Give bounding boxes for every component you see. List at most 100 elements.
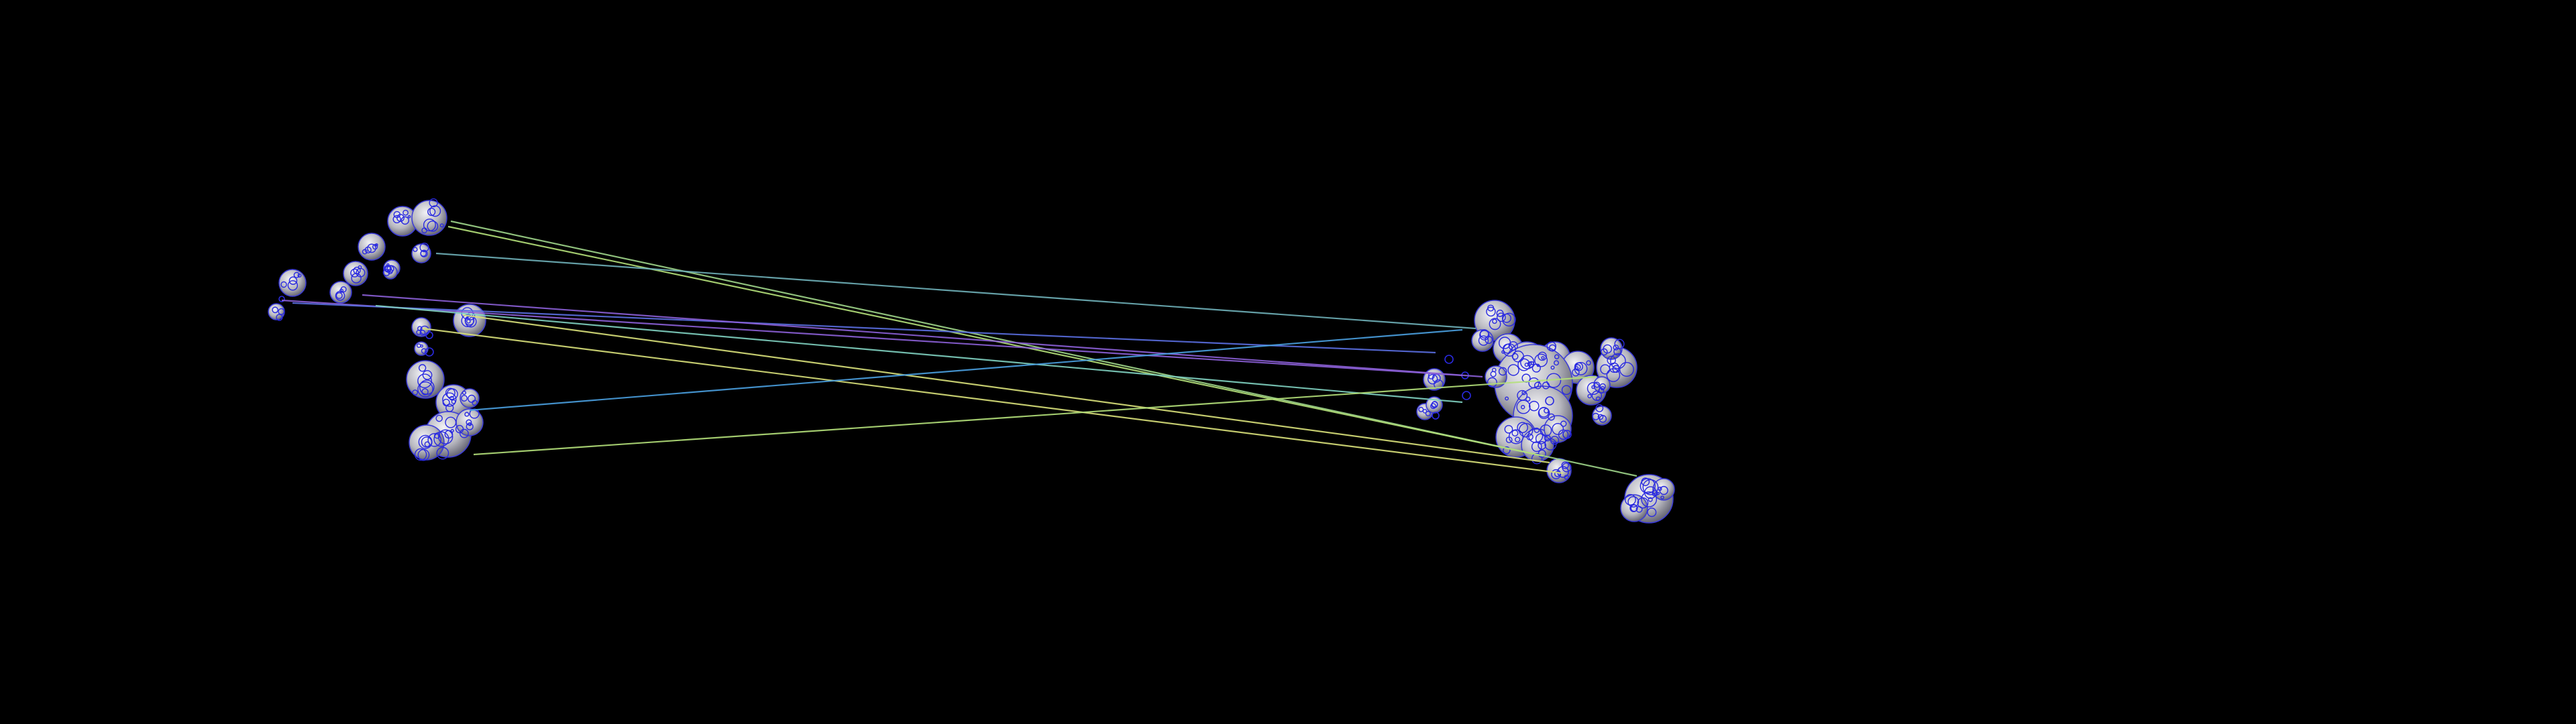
keypoint-ring	[1600, 348, 1608, 356]
keypoint-ring	[427, 207, 436, 217]
keypoint-ring	[422, 370, 433, 380]
keypoint-ring	[445, 404, 454, 412]
keypoint-ring	[442, 392, 457, 407]
keypoint-ring	[1512, 350, 1524, 363]
keypoint-ring	[1490, 371, 1497, 377]
keypoint-ring	[387, 268, 393, 275]
match-line	[292, 302, 1436, 354]
keypoint-ring	[393, 210, 401, 219]
keypoint-ring	[293, 272, 300, 278]
keypoint-ring	[1444, 355, 1454, 364]
keypoint-ring	[382, 269, 390, 276]
keypoint-ring	[1511, 430, 1519, 437]
target-feature-cluster	[1416, 300, 1675, 524]
keypoint-ring	[418, 364, 427, 372]
keypoint-ring	[1496, 312, 1506, 322]
feature-blob	[1471, 329, 1494, 352]
feature-blob	[1593, 376, 1611, 394]
keypoint-ring	[1642, 479, 1659, 495]
keypoint-ring	[1592, 412, 1600, 420]
keypoint-ring	[1427, 373, 1438, 385]
keypoint-ring	[1658, 486, 1662, 491]
keypoint-ring	[1637, 497, 1649, 509]
keypoint-ring	[425, 331, 433, 339]
keypoint-ring	[1595, 404, 1604, 412]
keypoint-ring	[435, 414, 443, 422]
keypoint-ring	[1505, 396, 1509, 401]
keypoint-ring	[1641, 491, 1658, 507]
keypoint-ring	[297, 274, 302, 278]
keypoint-ring	[1503, 446, 1511, 455]
keypoint-ring	[420, 250, 427, 257]
keypoint-ring	[276, 314, 283, 321]
keypoint-ring	[427, 433, 441, 447]
keypoint-ring	[417, 381, 433, 398]
keypoint-ring	[1550, 365, 1555, 370]
keypoint-ring	[1546, 341, 1556, 351]
keypoint-ring	[1586, 360, 1591, 366]
keypoint-ring	[407, 215, 411, 219]
keypoint-ring	[278, 308, 285, 315]
keypoint-ring	[400, 216, 410, 225]
keypoint-ring	[421, 388, 429, 396]
keypoint-ring	[423, 219, 436, 232]
keypoint-ring	[1544, 434, 1551, 442]
keypoint-ring	[1574, 361, 1588, 375]
keypoint-ring	[460, 395, 468, 402]
keypoint-ring	[1656, 491, 1660, 495]
keypoint-ring	[1534, 353, 1548, 367]
keypoint-ring	[1508, 341, 1518, 351]
keypoint-ring	[1648, 497, 1653, 502]
keypoint-ring	[1505, 436, 1513, 444]
keypoint-ring	[460, 428, 469, 438]
keypoint-ring	[421, 227, 427, 234]
feature-blob	[411, 243, 431, 263]
keypoint-ring	[419, 329, 426, 336]
keypoint-ring	[429, 205, 441, 217]
keypoint-ring	[1534, 381, 1542, 389]
keypoint-ring	[1541, 356, 1545, 360]
keypoint-ring	[1609, 362, 1619, 373]
keypoint-ring	[1507, 364, 1519, 376]
keypoint-ring	[1591, 385, 1595, 389]
keypoint-ring	[1538, 407, 1550, 418]
keypoint-ring	[1538, 351, 1547, 361]
keypoint-ring	[1540, 424, 1552, 437]
keypoint-ring	[466, 422, 474, 430]
keypoint-ring	[1538, 441, 1547, 450]
keypoint-ring	[1545, 396, 1554, 406]
keypoint-ring	[466, 319, 471, 324]
keypoint-ring	[288, 276, 298, 285]
feature-blob	[460, 388, 480, 408]
keypoint-ring	[278, 296, 285, 302]
keypoint-ring	[335, 292, 343, 299]
keypoint-ring	[1501, 350, 1505, 354]
keypoint-ring	[1504, 424, 1513, 434]
keypoint-ring	[1520, 355, 1535, 369]
keypoint-ring	[1561, 385, 1572, 396]
keypoint-ring	[413, 247, 418, 252]
keypoint-ring	[1486, 306, 1496, 317]
keypoint-ring	[421, 348, 427, 354]
keypoint-ring	[1532, 363, 1541, 373]
keypoint-ring	[392, 215, 401, 224]
keypoint-ring	[1599, 383, 1606, 390]
keypoint-ring	[469, 408, 480, 419]
keypoint-ring	[436, 446, 449, 460]
keypoint-ring	[1430, 403, 1436, 410]
keypoint-ring	[1529, 400, 1540, 412]
keypoint-ring	[339, 288, 344, 293]
keypoint-ring	[1641, 477, 1650, 487]
keypoint-ring	[1614, 339, 1625, 349]
keypoint-ring	[1587, 394, 1592, 399]
keypoint-ring	[419, 243, 429, 253]
keypoint-ring	[1606, 368, 1621, 382]
keypoint-ring	[424, 441, 431, 447]
keypoint-ring	[464, 412, 470, 417]
keypoint-ring	[434, 432, 441, 439]
match-line	[469, 328, 1463, 412]
keypoint-ring	[1487, 377, 1497, 387]
keypoint-ring	[1550, 436, 1560, 445]
